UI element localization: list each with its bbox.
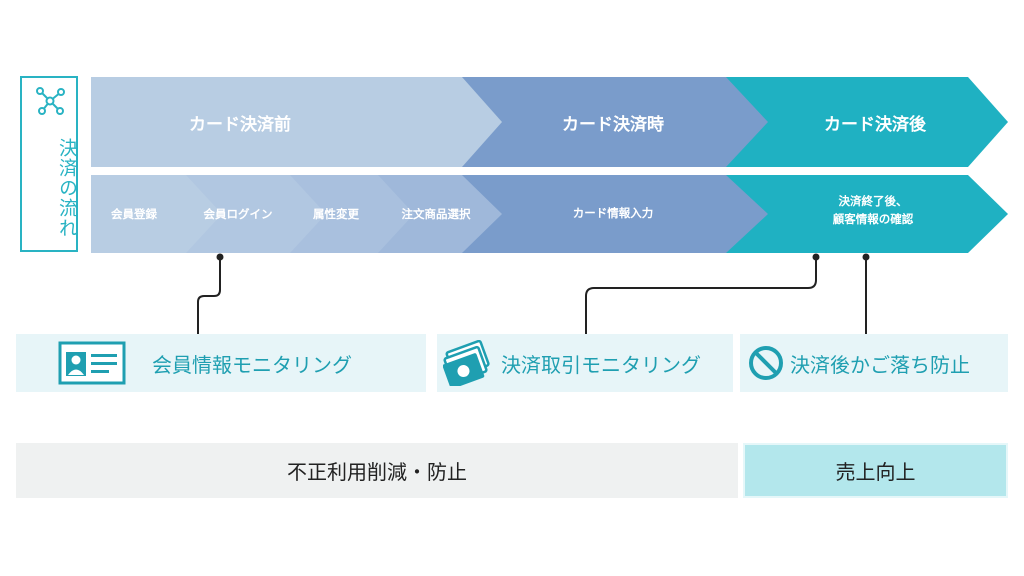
panel-cart-abandonment: 決済後かご落ち防止 — [740, 334, 1008, 392]
phase-during-arrow — [462, 77, 768, 167]
step-after-label-line1: 決済終了後、 — [839, 194, 908, 208]
step-order-arrow — [378, 175, 502, 253]
connector-member — [197, 258, 221, 334]
step-attribute-arrow — [290, 175, 414, 253]
panel-member-monitoring: 会員情報モニタリング — [16, 334, 426, 392]
flow-label: 決済の流れ — [56, 138, 78, 238]
outcome-sales-increase: 売上向上 — [743, 443, 1008, 498]
outcome-fraud-prevention: 不正利用削減・防止 — [16, 443, 738, 498]
connector-transaction-dot — [812, 253, 820, 261]
panel-member-label: 会員情報モニタリング — [152, 352, 352, 377]
step-card-input-arrow — [462, 175, 768, 253]
step-order-label: 注文商品選択 — [402, 207, 471, 221]
outcome-sales-label: 売上向上 — [835, 460, 916, 484]
panel-transaction-monitoring: 決済取引モニタリング — [437, 334, 733, 392]
connector-cart-dot — [862, 253, 870, 261]
step-after-label-line2: 顧客情報の確認 — [833, 212, 914, 226]
step-login-arrow — [186, 175, 326, 253]
panel-cart-label: 決済後かご落ち防止 — [790, 352, 970, 377]
flow-label-box: 決済の流れ — [20, 76, 78, 252]
outcome-fraud-label: 不正利用削減・防止 — [287, 460, 467, 484]
connector-transaction — [585, 258, 817, 334]
phase-after-label: カード決済後 — [824, 114, 927, 135]
prohibit-icon — [749, 346, 783, 380]
cash-stack-icon — [443, 340, 490, 386]
member-card-icon — [58, 341, 126, 385]
step-card-input-label: カード情報入力 — [573, 206, 654, 220]
phase-before-arrow — [91, 77, 502, 167]
step-register-arrow — [91, 175, 222, 253]
step-register-label: 会員登録 — [110, 207, 157, 221]
step-attribute-label: 属性変更 — [313, 207, 359, 221]
phase-before-label: カード決済前 — [189, 114, 291, 135]
connector-member-dot — [216, 253, 224, 261]
step-after-arrow — [726, 175, 1008, 253]
network-icon — [36, 87, 65, 115]
step-login-label: 会員ログイン — [203, 207, 273, 221]
phase-during-label: カード決済時 — [562, 114, 664, 135]
phase-after-arrow — [726, 77, 1008, 167]
panel-transaction-label: 決済取引モニタリング — [501, 352, 701, 377]
